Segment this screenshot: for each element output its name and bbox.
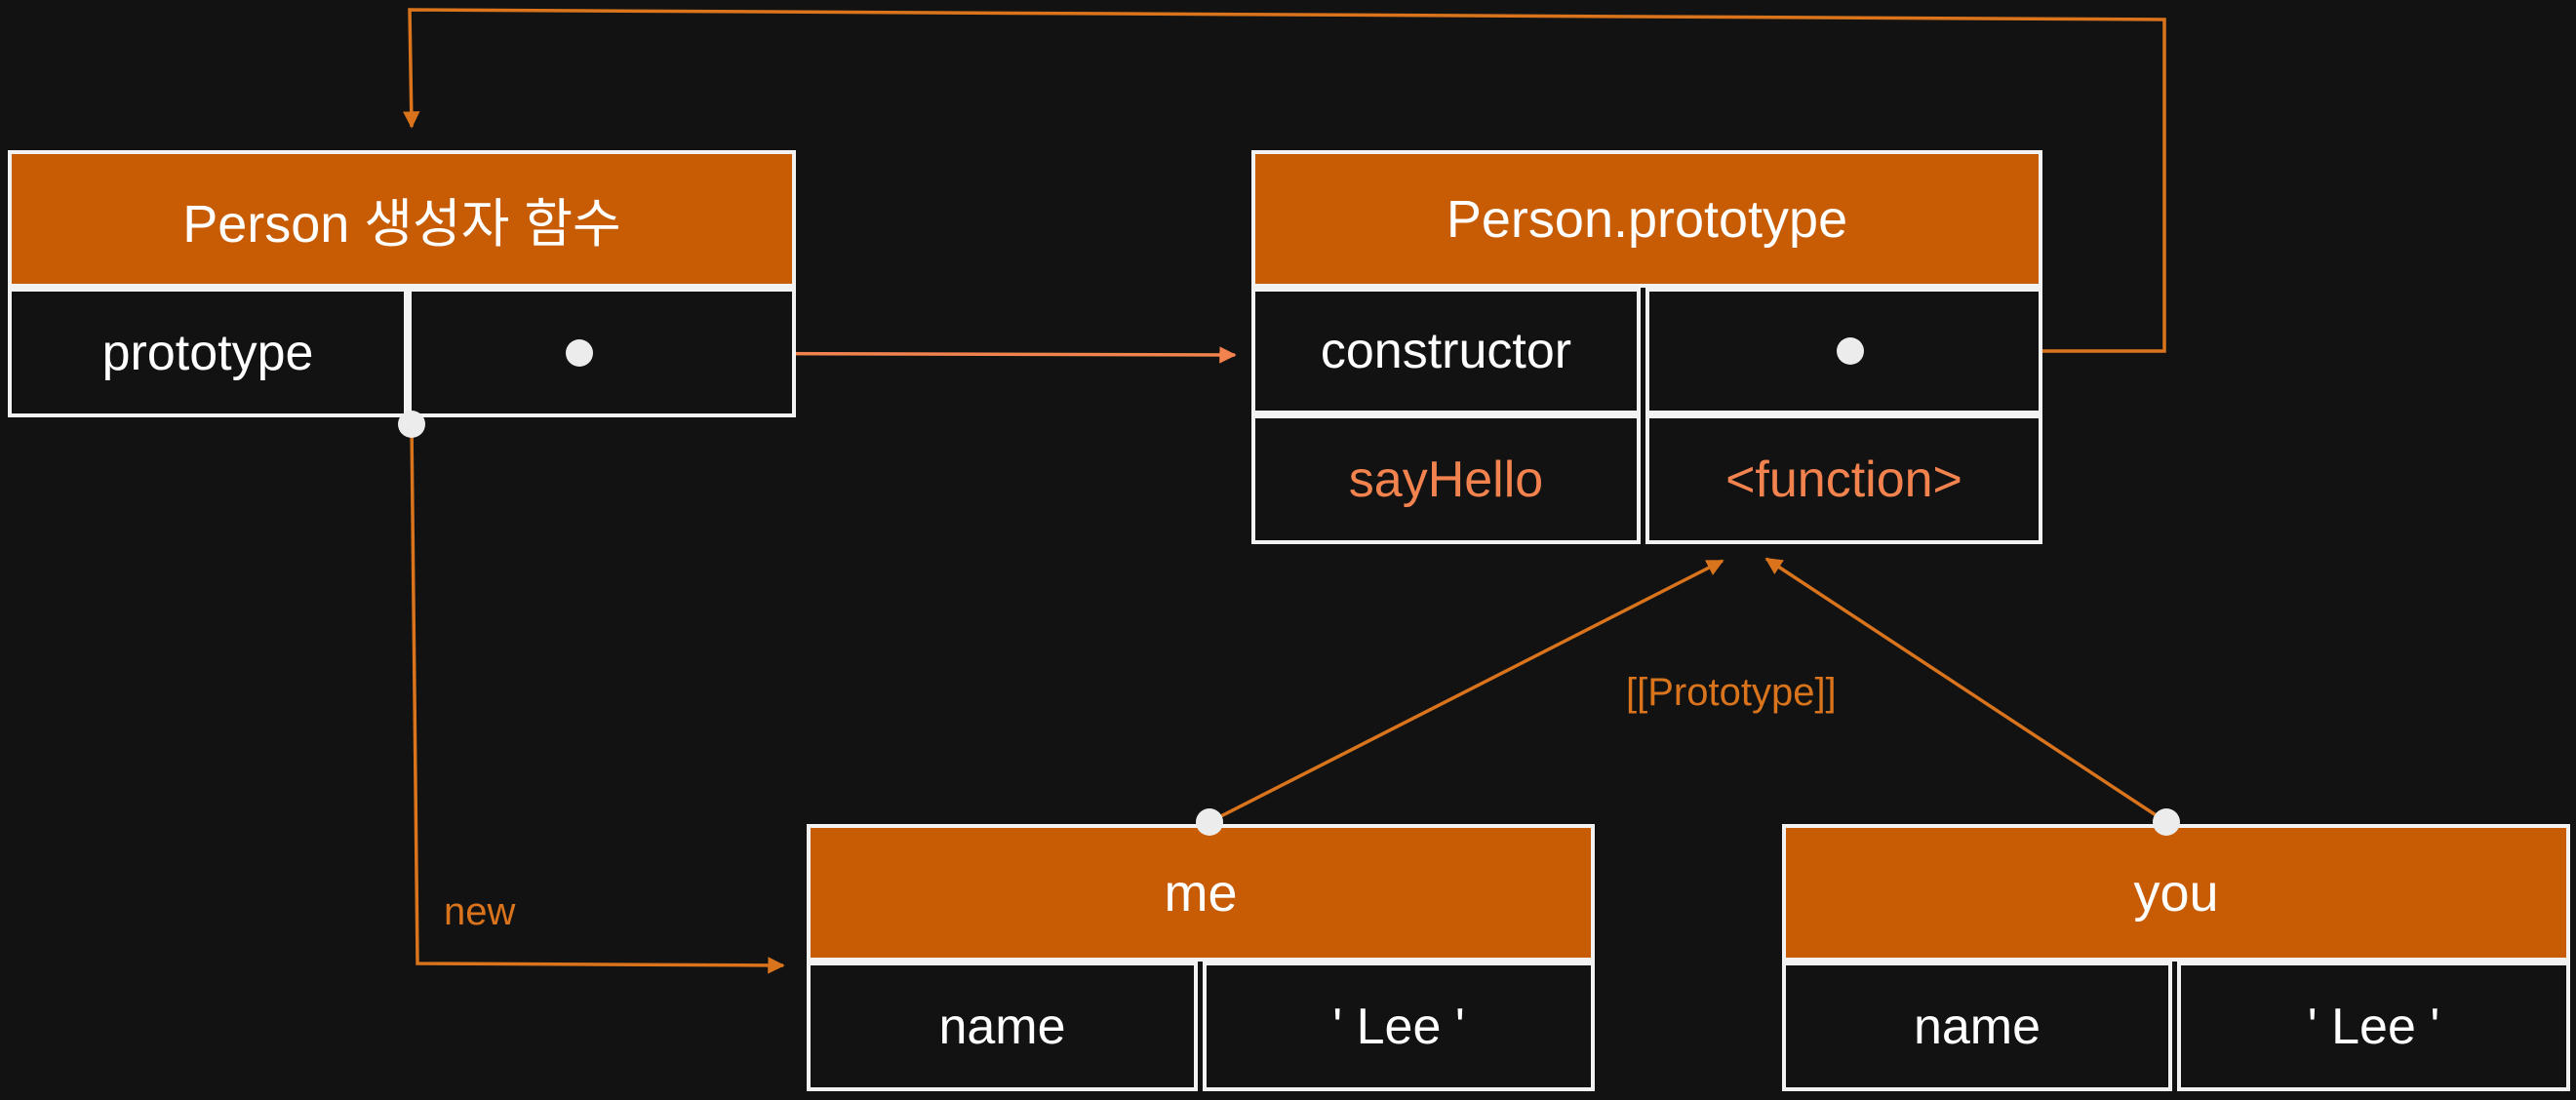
you-title: you xyxy=(1782,824,2570,962)
constructor-pointer-dot xyxy=(1837,337,1864,365)
constructor-key-cell: constructor xyxy=(1251,288,1641,414)
you-name-key-cell: name xyxy=(1782,962,2172,1091)
prototype-pointer-dot xyxy=(566,339,593,367)
new-instance-arrow xyxy=(410,423,785,974)
constructor-reference-arrow xyxy=(402,8,2166,353)
prototype-link-label: [[Prototype]] xyxy=(1626,671,1837,714)
me-prototype-dot xyxy=(1196,808,1223,836)
you-name-value-cell: ' Lee ' xyxy=(2177,962,2570,1091)
you-prototype-dot xyxy=(2153,808,2180,836)
you-prototype-arrow xyxy=(1764,557,2167,824)
prototype-key-cell: prototype xyxy=(8,288,408,417)
person-constructor-title: Person 생성자 함수 xyxy=(8,150,796,288)
new-origin-dot xyxy=(398,411,425,438)
me-object-box: me name ' Lee ' xyxy=(807,824,1595,1093)
person-prototype-title: Person.prototype xyxy=(1251,150,2042,288)
sayhello-value-cell: <function> xyxy=(1645,414,2042,544)
me-prototype-arrow xyxy=(1209,559,1724,824)
person-constructor-box: Person 생성자 함수 prototype xyxy=(8,150,796,419)
me-name-value-cell: ' Lee ' xyxy=(1203,962,1595,1091)
you-object-box: you name ' Lee ' xyxy=(1782,824,2570,1093)
new-label: new xyxy=(444,890,516,933)
sayhello-key-cell: sayHello xyxy=(1251,414,1641,544)
prototype-value-cell xyxy=(408,288,796,417)
me-name-key-cell: name xyxy=(807,962,1198,1091)
me-title: me xyxy=(807,824,1595,962)
person-prototype-box: Person.prototype constructor sayHello <f… xyxy=(1251,150,2042,546)
